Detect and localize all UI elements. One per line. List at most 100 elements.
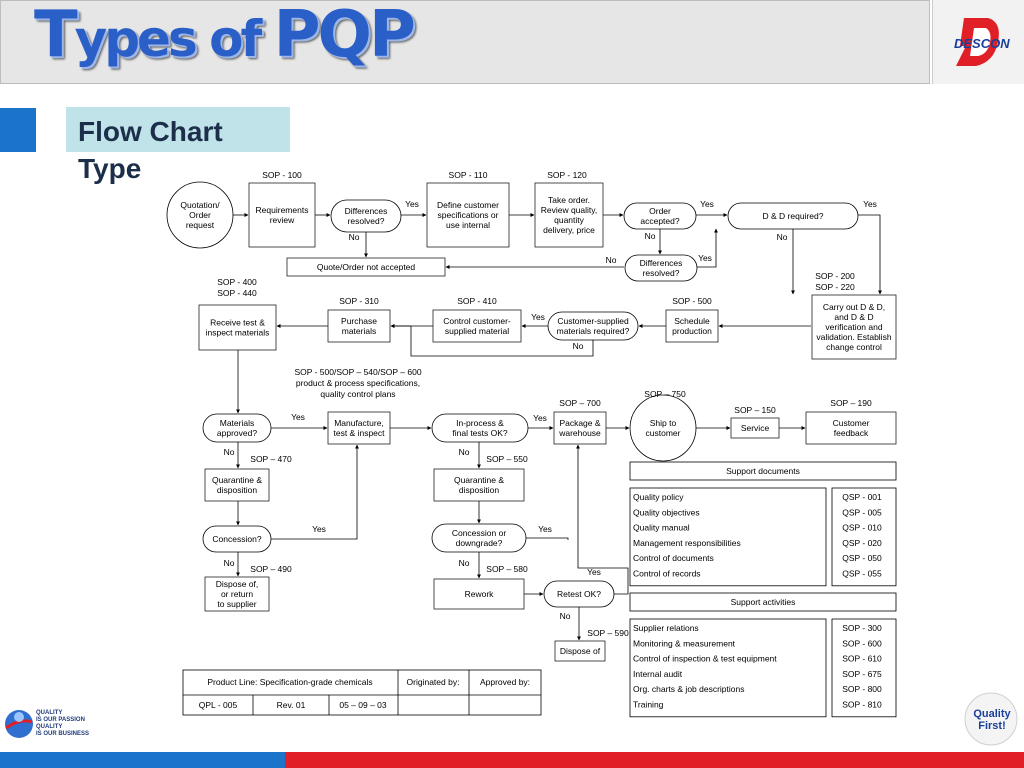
sop-label: SOP – 750	[644, 389, 686, 399]
product-cell: Product Line: Specification-grade chemic…	[207, 677, 372, 687]
product-cell: Rev. 01	[277, 700, 306, 710]
sop-label: quality control plans	[320, 389, 395, 399]
side-accent	[0, 108, 36, 152]
quality-globe-icon	[5, 710, 33, 738]
flow-label: No	[777, 232, 788, 242]
sop-label: SOP – 550	[486, 454, 528, 464]
support-code: QSP - 020	[842, 538, 882, 548]
quality-first-label: Quality First!	[973, 708, 1011, 732]
flow-node-package: Package &warehouse	[553, 411, 607, 445]
node-text-line: or return	[221, 589, 253, 599]
node-text-line: review	[270, 215, 295, 225]
node-text-line: In-process &	[456, 418, 504, 428]
flow-node-dd: D & D required?	[727, 202, 859, 230]
sop-label: SOP - 440	[217, 288, 257, 298]
flow-label: Yes	[538, 524, 552, 534]
flow-label: No	[573, 341, 584, 351]
node-text-line: validation. Establish	[816, 332, 891, 342]
node-text-line: Dispose of,	[216, 579, 259, 589]
sop-label: SOP - 500/SOP – 540/SOP – 600	[294, 367, 421, 377]
support-item: Quality objectives	[633, 507, 700, 517]
support-code: SOP - 675	[842, 669, 882, 679]
support-item: Control of records	[633, 569, 701, 579]
support-item: Control of inspection & test equipment	[633, 654, 777, 664]
node-text-line: Quarantine &	[454, 475, 504, 485]
support-code: QSP - 001	[842, 492, 882, 502]
flow-label: Yes	[405, 199, 419, 209]
node-text-line: test & inspect	[333, 428, 385, 438]
sop-label: SOP - 110	[449, 170, 488, 180]
sop-label: SOP - 310	[339, 296, 379, 306]
product-cell: Originated by:	[407, 677, 460, 687]
logo-label: DESCON	[954, 36, 1010, 51]
header-bar	[0, 0, 930, 84]
node-text-line: D & D required?	[763, 211, 824, 221]
flow-node-service: Service	[730, 417, 780, 439]
product-cell: 05 – 09 – 03	[339, 700, 387, 710]
node-text-line: approved?	[217, 428, 257, 438]
node-text-line: production	[672, 326, 712, 336]
node-text-line: Customer	[833, 418, 870, 428]
sop-label: SOP - 100	[262, 170, 302, 180]
sop-label: SOP - 400	[217, 277, 257, 287]
flow-label: Yes	[700, 199, 714, 209]
node-text-line: and D & D	[834, 312, 873, 322]
support-item: Supplier relations	[633, 623, 699, 633]
node-text-line: warehouse	[558, 428, 601, 438]
support-code: SOP - 800	[842, 684, 882, 694]
flow-label: No	[606, 255, 617, 265]
descon-logo-icon	[956, 18, 999, 66]
product-cell: Approved by:	[480, 677, 530, 687]
page-title: Types of PQP	[34, 0, 416, 72]
flow-label: No	[224, 447, 235, 457]
flow-node-inproc: In-process &final tests OK?	[431, 413, 529, 443]
node-text-line: Package &	[559, 418, 600, 428]
quality-slogan: QUALITY IS OUR PASSION QUALITY IS OUR BU…	[36, 710, 90, 737]
sop-label: SOP - 120	[547, 170, 587, 180]
support-item: Monitoring & measurement	[633, 638, 736, 648]
support-code: SOP - 810	[842, 700, 882, 710]
node-text-line: Take order.	[548, 195, 590, 205]
support-title-text: Support activities	[731, 597, 796, 607]
node-text-line: verification and	[825, 322, 882, 332]
support-code: QSP - 010	[842, 523, 882, 533]
flow-node-quar1: Quarantine &disposition	[204, 468, 270, 502]
support-item: Org. charts & job descriptions	[633, 684, 745, 694]
product-table	[182, 669, 542, 716]
node-text-line: request	[186, 220, 215, 230]
flow-label: No	[560, 611, 571, 621]
node-text-line: final tests OK?	[452, 428, 508, 438]
node-text-line: materials required?	[557, 326, 630, 336]
flow-node-receive: Receive test &inspect materials	[198, 304, 277, 351]
node-text-line: Schedule	[674, 316, 710, 326]
node-text-line: Service	[741, 423, 770, 433]
node-text-line: Purchase	[341, 316, 377, 326]
flow-label: No	[224, 558, 235, 568]
sop-label: product & process specifications,	[296, 378, 420, 388]
support-title: Support activities	[629, 592, 897, 612]
support-code: QSP - 050	[842, 553, 882, 563]
flow-label: Yes	[587, 567, 601, 577]
node-text-line: Rework	[465, 589, 495, 599]
node-text-line: Ship to	[650, 418, 677, 428]
node-text-line: Quotation/	[180, 200, 220, 210]
sop-label: SOP - 410	[457, 296, 497, 306]
node-text-line: use internal	[446, 220, 490, 230]
flow-label: No	[459, 558, 470, 568]
node-text-line: quantity	[554, 215, 585, 225]
flow-node-notacc: Quote/Order not accepted	[286, 257, 446, 277]
node-text-line: Concession?	[212, 534, 261, 544]
node-text-line: Materials	[220, 418, 254, 428]
support-code: QSP - 055	[842, 569, 882, 579]
product-cell: QPL - 005	[199, 700, 238, 710]
node-text-line: Manufacture,	[334, 418, 384, 428]
